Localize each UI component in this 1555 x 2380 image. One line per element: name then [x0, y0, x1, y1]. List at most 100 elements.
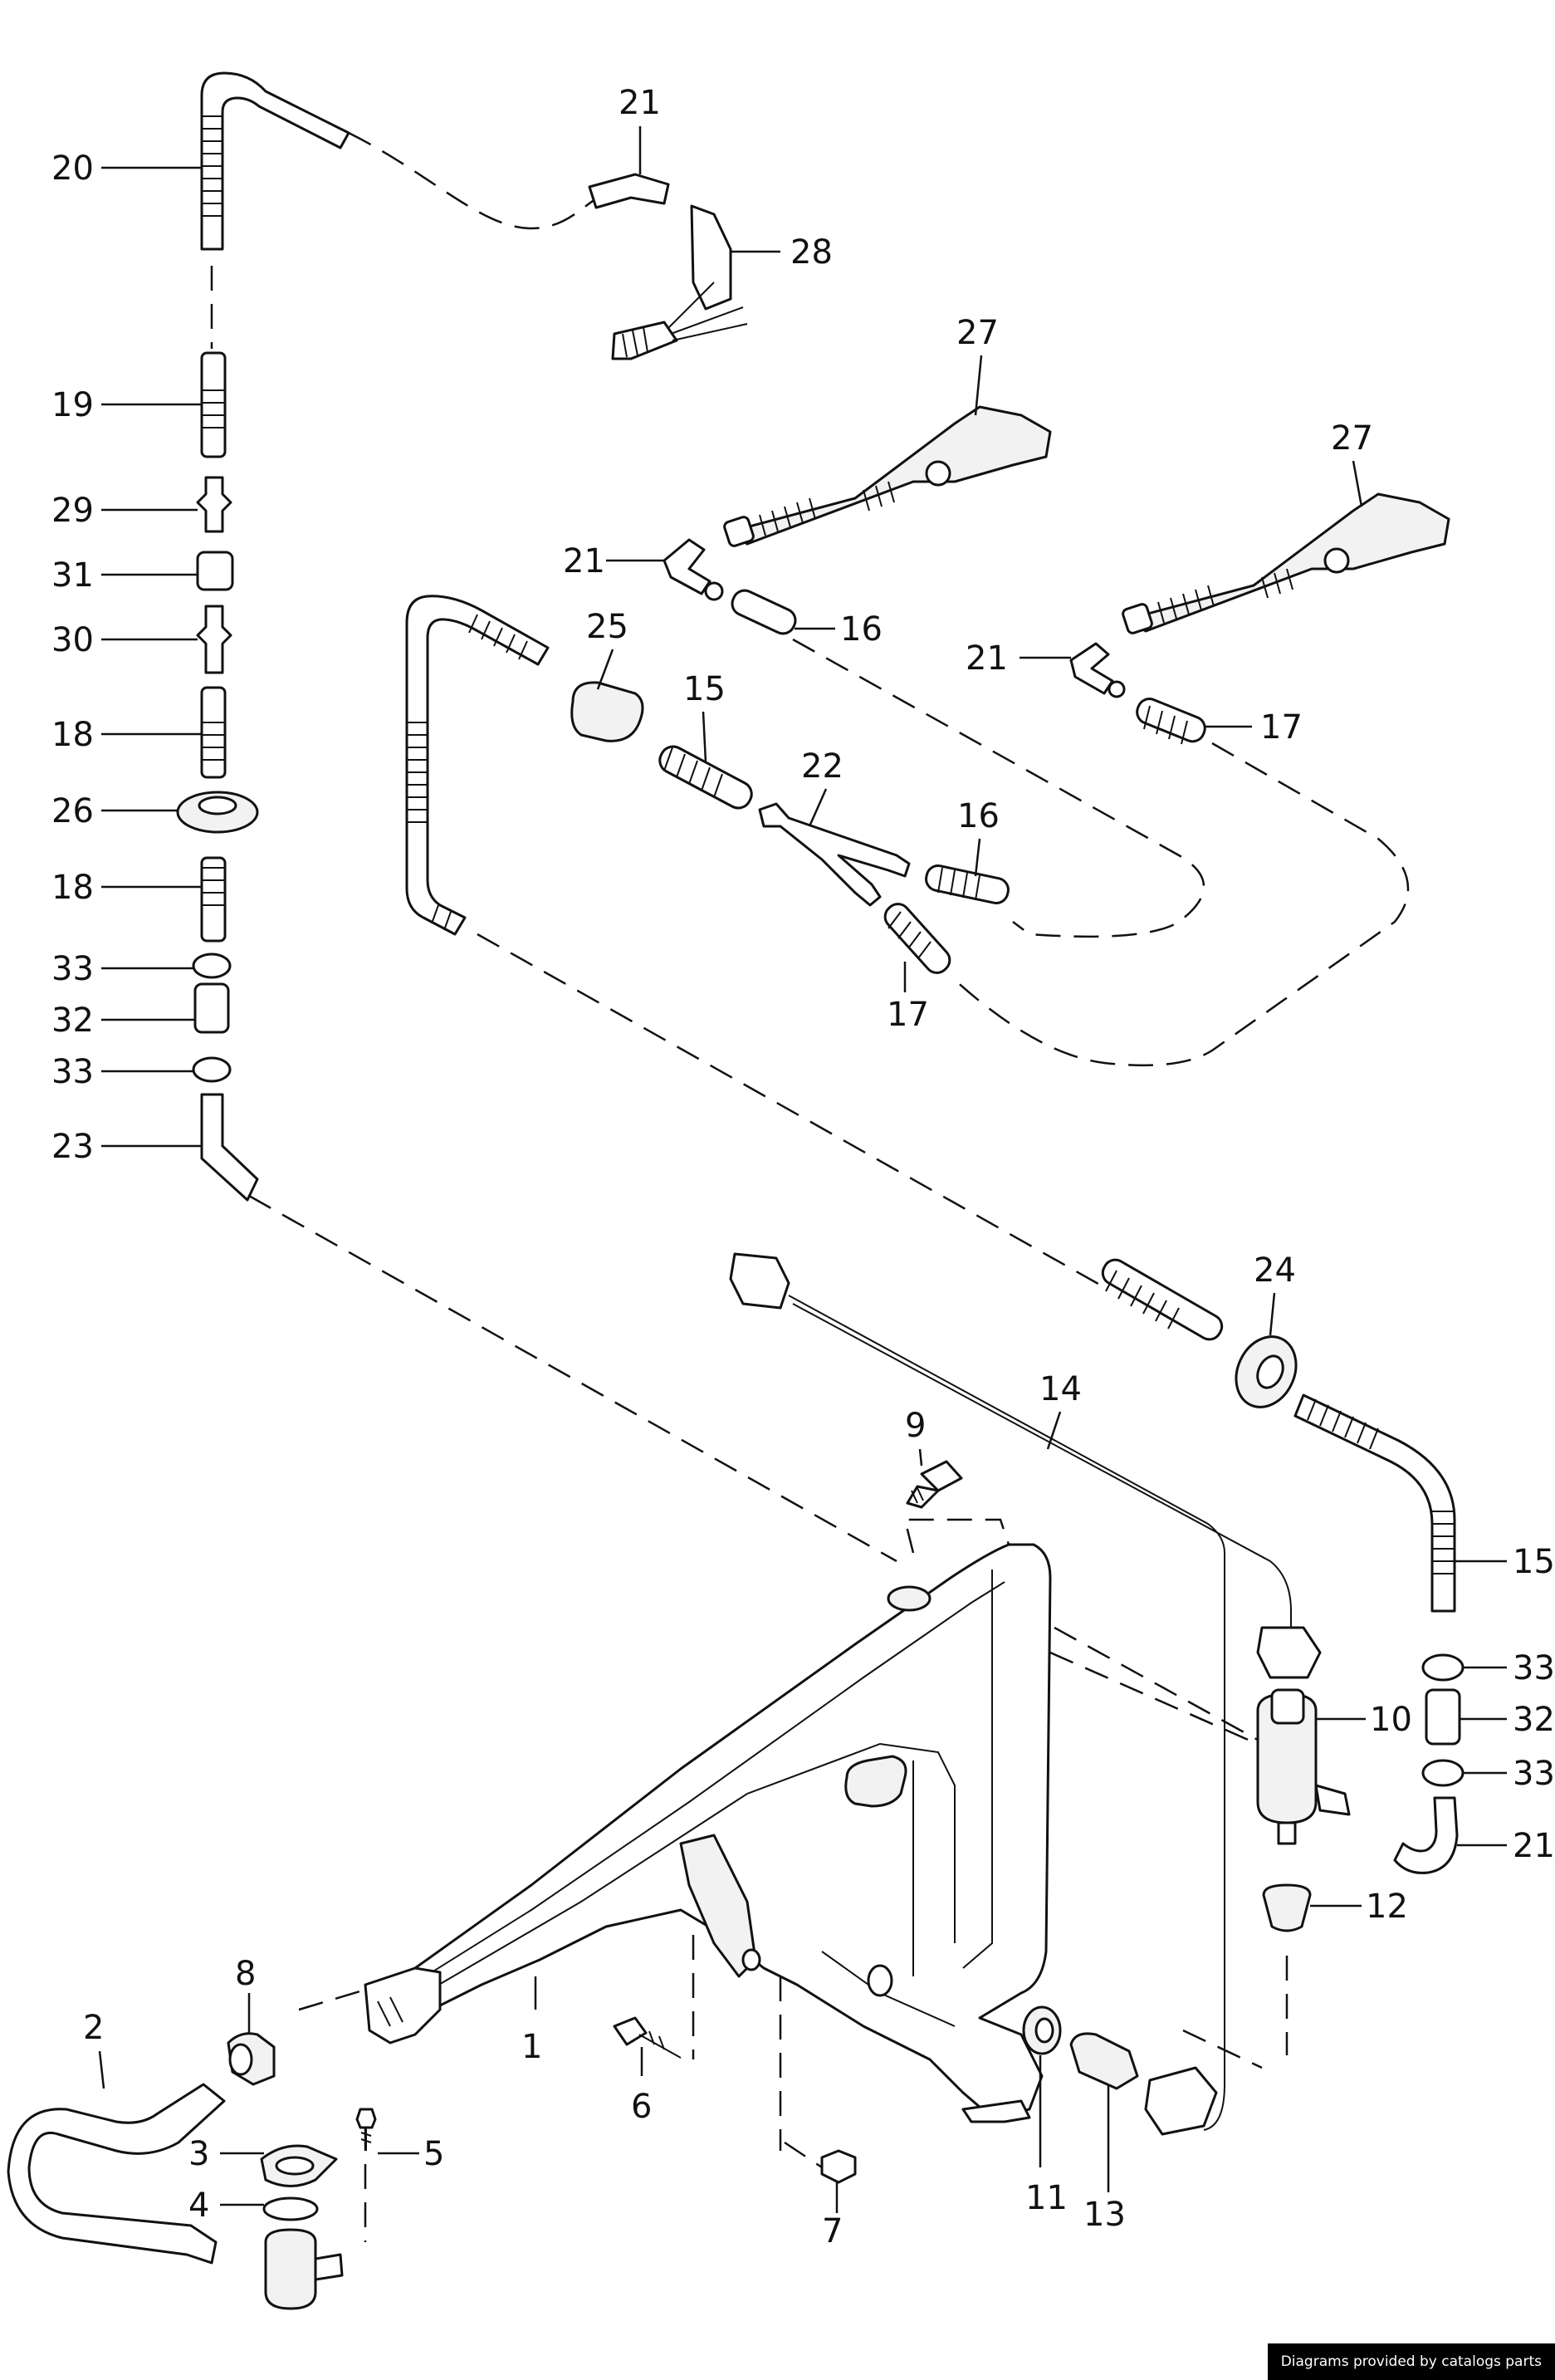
- callout-15: 15: [1513, 1543, 1555, 1581]
- part-30-connector: [196, 605, 232, 674]
- callout-13: 13: [1083, 2196, 1126, 2234]
- part-14-wire-harness: [729, 1252, 1322, 2136]
- callout-21: 21: [619, 84, 661, 122]
- callout-15: 15: [683, 670, 726, 708]
- filler-neck: [264, 2228, 317, 2310]
- callout-8: 8: [235, 1955, 256, 1993]
- part-4-seal: [262, 2196, 319, 2221]
- callout-19: 19: [51, 386, 94, 424]
- part-25-grommet: [570, 681, 644, 742]
- callout-14: 14: [1039, 1370, 1082, 1408]
- callout-17: 17: [887, 996, 929, 1034]
- part-27-nozzle-lower: [1127, 492, 1450, 633]
- callout-33: 33: [51, 1053, 94, 1091]
- callout-23: 23: [51, 1128, 94, 1166]
- part-9-screw: [920, 1460, 963, 1492]
- callout-33: 33: [1513, 1649, 1555, 1687]
- callout-18: 18: [51, 869, 94, 907]
- part-29-connector: [196, 476, 232, 533]
- part-21-right-lower-elbow: [1393, 1796, 1459, 1874]
- callout-3: 3: [188, 2135, 209, 2173]
- part-16-hose-lower: [925, 864, 1010, 904]
- part-6-bolt: [613, 2016, 648, 2046]
- part-19-hose-section: [200, 351, 227, 458]
- callout-26: 26: [51, 792, 94, 830]
- callout-21: 21: [966, 639, 1008, 678]
- top-nozzle-connectors: [588, 173, 748, 360]
- callout-30: 30: [51, 621, 94, 659]
- part-hose-to-grommet: [1101, 1258, 1224, 1341]
- part-14-connector-pump: [1256, 1626, 1322, 1679]
- callout-16: 16: [957, 797, 1000, 835]
- part-7-nut: [820, 2149, 857, 2184]
- part-21-top-elbow: [588, 173, 670, 209]
- callout-2: 2: [83, 2009, 104, 2047]
- part-14-connector-sensor: [1144, 2066, 1218, 2136]
- part-23-elbow: [200, 1093, 259, 1202]
- middle-hose-network: [405, 538, 1206, 974]
- callout-numbers: 20 21 28 19 27 27 29 31 21 30 16 21 25 1…: [51, 84, 1555, 2250]
- part-18-hose-lower: [200, 856, 227, 943]
- diagram-credit-label: Diagrams provided by catalogs parts: [1267, 2343, 1555, 2380]
- part-17-hose-right: [1136, 698, 1206, 743]
- callout-1: 1: [521, 2028, 542, 2066]
- callout-18: 18: [51, 716, 94, 754]
- callout-33: 33: [51, 950, 94, 988]
- part-21-mid-elbow: [663, 538, 711, 595]
- part-12-grommet: [1262, 1883, 1312, 1932]
- part-28-tee-body: [690, 204, 732, 311]
- part-1-washer-reservoir: [364, 1543, 1052, 2123]
- part-13-level-sensor: [1069, 2032, 1139, 2090]
- part-21-right-elbow: [1069, 642, 1114, 695]
- callout-17: 17: [1260, 708, 1303, 747]
- callout-7: 7: [822, 2212, 843, 2250]
- part-2-filler-hose: [7, 2083, 226, 2265]
- callout-32: 32: [1513, 1701, 1555, 1739]
- callout-6: 6: [631, 2088, 652, 2126]
- callout-25: 25: [586, 608, 628, 646]
- callout-4: 4: [188, 2187, 209, 2225]
- callout-27: 27: [956, 314, 999, 352]
- callout-24: 24: [1254, 1251, 1296, 1290]
- part-17-hose-lower: [883, 903, 951, 974]
- callout-11: 11: [1025, 2179, 1068, 2217]
- bottom-hardware: [7, 1460, 1139, 2310]
- part-15-hose-right: [1293, 1393, 1456, 1613]
- part-33-clamp-left-lower: [192, 1056, 232, 1083]
- callout-27: 27: [1331, 419, 1373, 458]
- callout-21: 21: [1513, 1827, 1555, 1865]
- callout-32: 32: [51, 1001, 94, 1040]
- part-32-sleeve-left: [193, 982, 230, 1034]
- callout-20: 20: [51, 149, 94, 188]
- part-20-hose-bend: [200, 71, 350, 251]
- callout-31: 31: [51, 556, 94, 595]
- callout-12: 12: [1366, 1888, 1408, 1926]
- left-hose-assembly: [176, 71, 350, 1202]
- part-33-clamp-left-upper: [192, 952, 232, 979]
- part-14-connector-top: [729, 1252, 790, 1310]
- right-side-parts: [1101, 1258, 1465, 1932]
- nozzle-assemblies: [723, 405, 1450, 634]
- part-33-clamp-right-upper: [1421, 1653, 1465, 1682]
- callout-28: 28: [790, 233, 833, 272]
- callout-10: 10: [1370, 1701, 1412, 1739]
- callout-22: 22: [801, 747, 844, 786]
- callout-21: 21: [563, 542, 605, 580]
- part-hose-loop: [405, 595, 550, 936]
- callout-33: 33: [1513, 1755, 1555, 1793]
- part-18-hose-upper: [200, 686, 227, 779]
- part-32-sleeve-right: [1425, 1688, 1461, 1746]
- leader-lines: [98, 126, 1507, 2213]
- part-16-hose-upper: [731, 589, 797, 635]
- callout-9: 9: [905, 1407, 926, 1445]
- part-5-screw: [355, 2108, 377, 2129]
- part-33-clamp-right-lower: [1421, 1759, 1465, 1787]
- callout-16: 16: [840, 610, 883, 649]
- part-28-nipple: [611, 321, 678, 360]
- part-27-nozzle-upper: [729, 405, 1052, 546]
- part-31-sleeve: [196, 551, 234, 591]
- part-22-y-piece: [758, 802, 911, 907]
- callout-5: 5: [423, 2135, 444, 2173]
- callout-29: 29: [51, 492, 94, 530]
